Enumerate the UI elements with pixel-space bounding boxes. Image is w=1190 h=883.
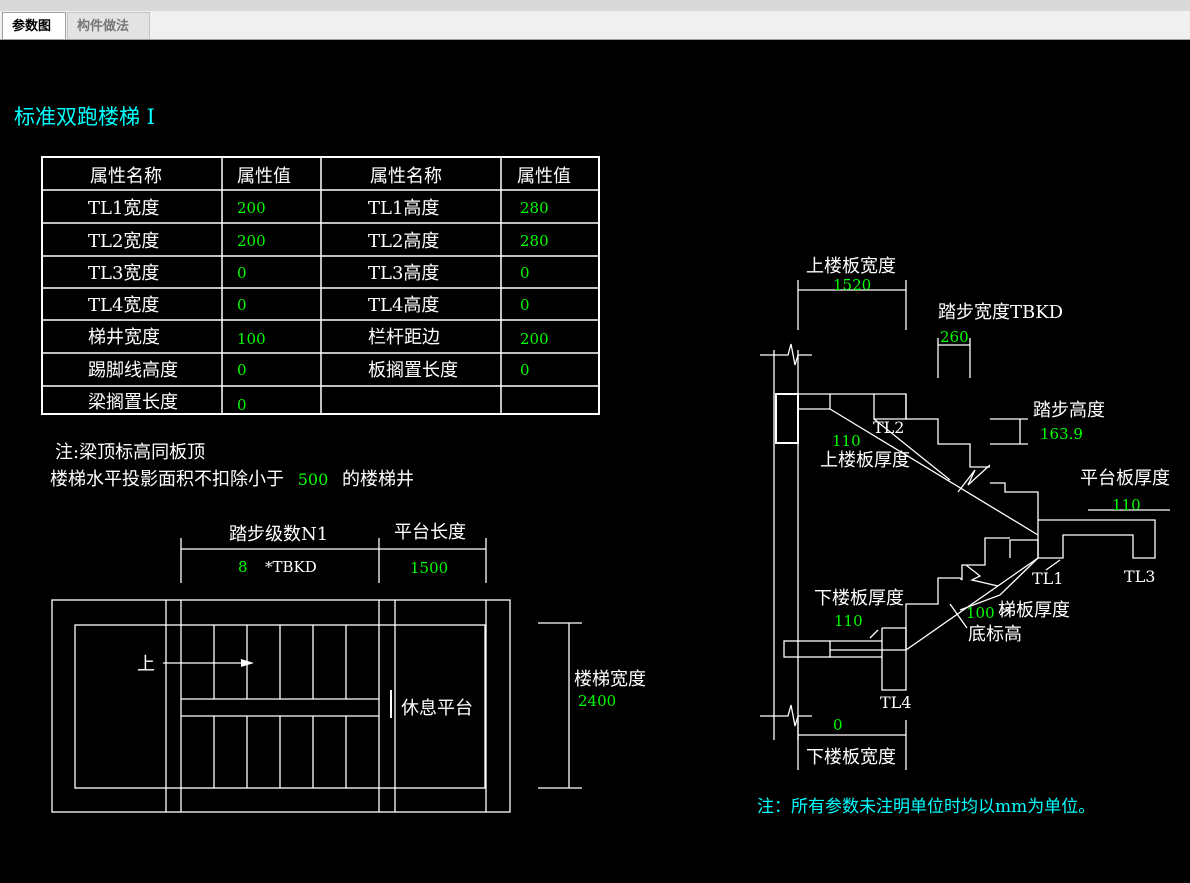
units-footnote: 注：所有参数未注明单位时均以mm为单位。	[757, 797, 1095, 817]
table-cell-value[interactable]: 0	[237, 361, 247, 379]
table-cell-value[interactable]: 200	[237, 199, 266, 217]
upper-slab-width-label: 上楼板宽度	[806, 256, 896, 277]
table-cell-value[interactable]: 0	[520, 264, 530, 282]
tab-parameter-diagram[interactable]: 参数图	[2, 12, 66, 39]
table-cell-value[interactable]: 200	[520, 330, 549, 348]
upper-slab-thickness-value[interactable]: 110	[832, 432, 861, 450]
upper-slab-thickness-label: 上楼板厚度	[820, 450, 910, 471]
step-height-label: 踏步高度	[1033, 400, 1105, 421]
table-cell-name: 踢脚线高度	[88, 360, 178, 381]
table-cell-value[interactable]: 280	[520, 232, 549, 250]
table-cell-name: TL2宽度	[88, 231, 159, 252]
platform-length-value[interactable]: 1500	[410, 559, 448, 577]
tl1-label: TL1	[1032, 569, 1063, 588]
table-cell-value[interactable]: 0	[520, 296, 530, 314]
note-line-2: 楼梯水平投影面积不扣除小于 500 的楼梯井	[50, 469, 414, 490]
property-table	[41, 156, 600, 415]
up-arrow-icon	[241, 659, 254, 667]
note-line-2-value[interactable]: 500	[298, 470, 329, 489]
table-cell-name: TL1高度	[368, 198, 439, 219]
table-cell-name: TL4高度	[368, 295, 439, 316]
stair-width-value[interactable]: 2400	[578, 692, 616, 710]
table-header-value-2: 属性值	[517, 166, 571, 187]
table-cell-value[interactable]: 280	[520, 199, 549, 217]
tab-component-method[interactable]: 构件做法	[67, 12, 150, 39]
tl3-label: TL3	[1124, 567, 1155, 586]
steps-count-label: 踏步级数N1	[229, 524, 328, 545]
tab-bar-top-strip	[0, 0, 1190, 11]
step-height-value[interactable]: 163.9	[1040, 425, 1083, 443]
table-cell-name: 梁搁置长度	[88, 392, 178, 413]
table-cell-name: TL4宽度	[88, 295, 159, 316]
table-cell-name: 板搁置长度	[368, 360, 458, 381]
platform-thickness-label: 平台板厚度	[1080, 468, 1170, 489]
table-cell-name: 梯井宽度	[88, 327, 160, 348]
platform-thickness-value[interactable]: 110	[1112, 496, 1141, 514]
stair-slab-thickness-value[interactable]: 100	[966, 604, 995, 622]
table-cell-value[interactable]: 0	[237, 264, 247, 282]
table-cell-value[interactable]: 200	[237, 232, 266, 250]
stair-slab-thickness-label: 梯板厚度	[998, 600, 1070, 621]
stair-width-label: 楼梯宽度	[574, 669, 646, 690]
table-cell-value[interactable]: 0	[520, 361, 530, 379]
tab-bar: 参数图 构件做法	[0, 0, 1190, 40]
up-label: 上	[137, 654, 155, 675]
steps-count-value[interactable]: 8	[238, 558, 248, 576]
diagram-title: 标准双跑楼梯 I	[14, 105, 155, 129]
table-header-value-1: 属性值	[237, 166, 291, 187]
table-header-name-2: 属性名称	[370, 166, 442, 187]
stair-section-view	[760, 280, 1170, 770]
tl2-label: TL2	[873, 418, 904, 437]
note-line-1: 注:梁顶标高同板顶	[55, 442, 205, 463]
table-cell-name: TL2高度	[368, 231, 439, 252]
steps-count-unit: *TBKD	[265, 558, 317, 576]
note-line-2-prefix: 楼梯水平投影面积不扣除小于	[50, 469, 284, 490]
drawing-canvas: 标准双跑楼梯 I 属性名称 属性值 属性名称 属性值 TL1宽度 TL1高度 T…	[0, 40, 1190, 879]
tl4-label: TL4	[880, 693, 911, 712]
platform-length-label: 平台长度	[394, 522, 466, 543]
table-cell-name: TL3高度	[368, 263, 439, 284]
rest-platform-label: 休息平台	[401, 698, 473, 719]
table-cell-name: 栏杆距边	[368, 327, 440, 348]
table-cell-name: TL1宽度	[88, 198, 159, 219]
lower-slab-width-label: 下楼板宽度	[806, 747, 896, 768]
lower-slab-thickness-value[interactable]: 110	[834, 612, 863, 630]
lower-slab-thickness-label: 下楼板厚度	[814, 588, 904, 609]
tread-width-value[interactable]: 260	[940, 328, 969, 346]
table-header-name-1: 属性名称	[90, 166, 162, 187]
note-line-2-suffix: 的楼梯井	[342, 469, 414, 490]
table-cell-value[interactable]: 100	[237, 330, 266, 348]
table-cell-name: TL3宽度	[88, 263, 159, 284]
table-cell-value[interactable]: 0	[237, 396, 247, 414]
tread-width-label: 踏步宽度TBKD	[938, 302, 1063, 323]
table-cell-value[interactable]: 0	[237, 296, 247, 314]
upper-slab-width-value[interactable]: 1520	[833, 276, 871, 294]
bottom-elevation-label: 底标高	[968, 624, 1022, 645]
lower-slab-width-value[interactable]: 0	[833, 716, 843, 734]
stair-plan-view	[51, 538, 582, 813]
